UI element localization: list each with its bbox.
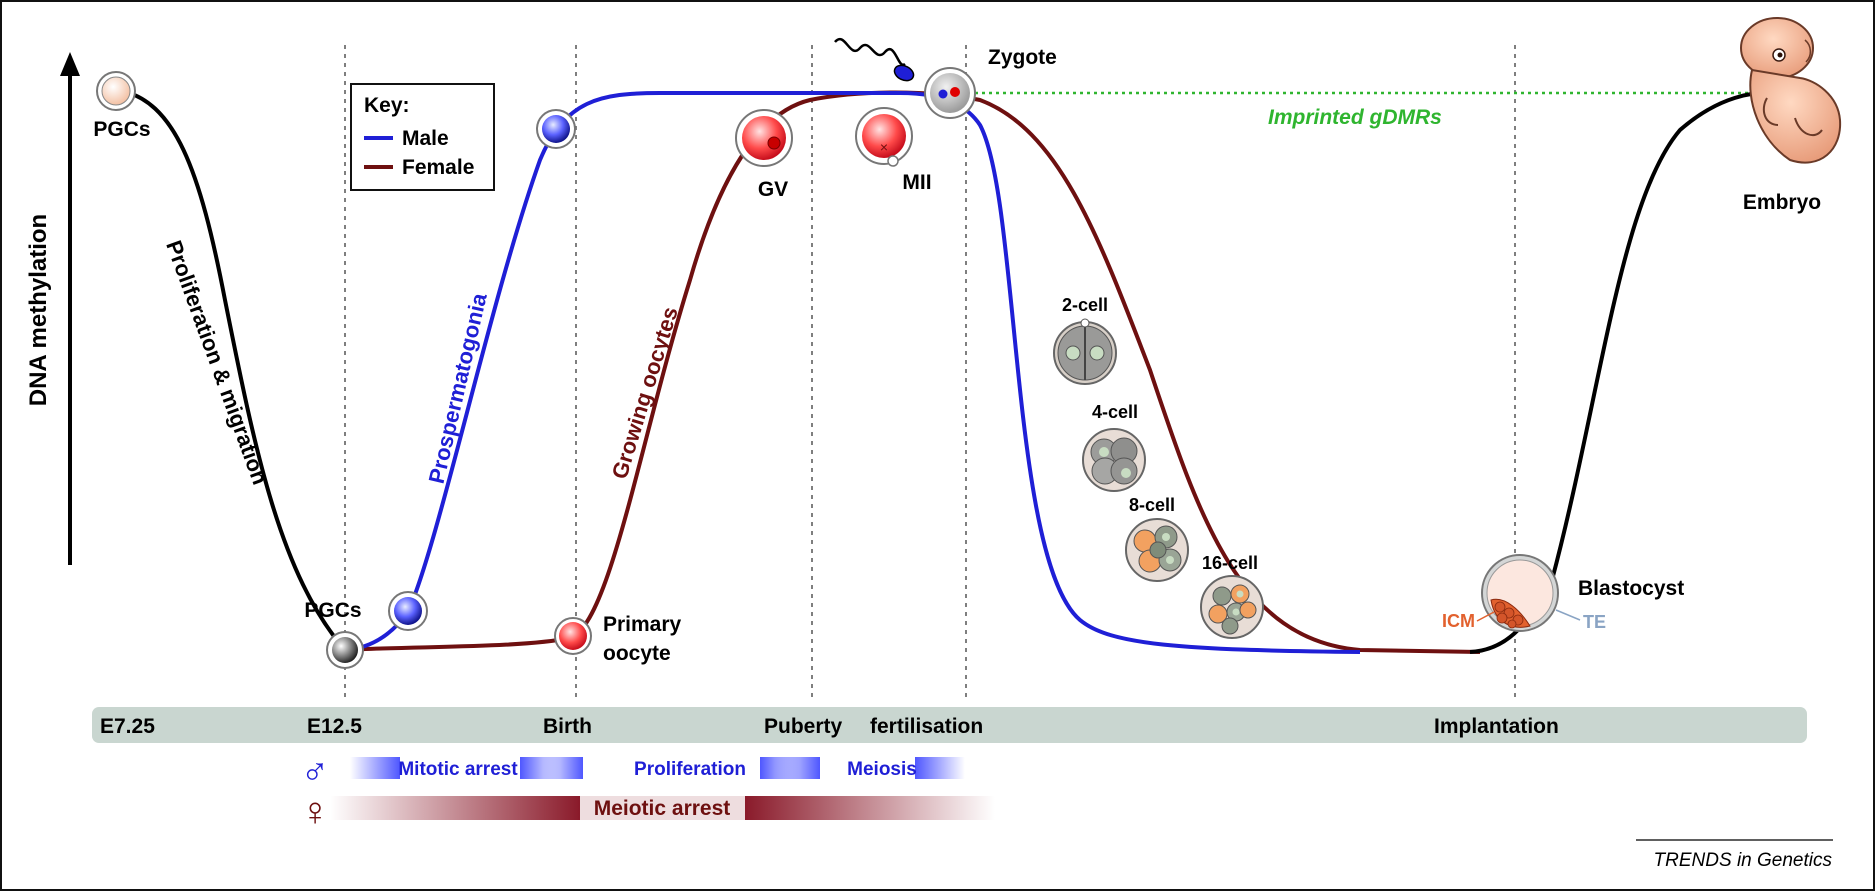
mitotic-arrest-label: Mitotic arrest xyxy=(398,759,518,780)
primary-oocyte-cell xyxy=(555,618,591,654)
y-axis-label: DNA methylation xyxy=(25,214,52,406)
timeline-fertilisation: fertilisation xyxy=(870,715,983,738)
mitotic-arrest-band-left xyxy=(350,757,400,779)
legend-title: Key: xyxy=(364,94,410,117)
male-symbol-icon: ♂ xyxy=(301,750,330,792)
timeline-e7-25: E7.25 xyxy=(100,715,155,738)
meiosis-label: Meiosis xyxy=(847,759,917,780)
prospermatogonia-low-cell xyxy=(389,592,427,630)
zygote-label: Zygote xyxy=(988,46,1057,69)
gv-label: GV xyxy=(758,178,788,201)
embryo-label: Embryo xyxy=(1743,191,1821,214)
legend-female-label: Female xyxy=(402,156,474,179)
te-label: TE xyxy=(1583,612,1606,632)
eight-cell-label: 8-cell xyxy=(1129,495,1175,515)
pgc-start-label: PGCs xyxy=(93,118,150,141)
meiotic-arrest-band-left xyxy=(330,796,580,820)
icm-label: ICM xyxy=(1442,611,1475,631)
timeline-implantation: Implantation xyxy=(1434,715,1559,738)
svg-text:×: × xyxy=(880,139,888,155)
meiosis-band-left xyxy=(775,757,820,779)
meiotic-arrest-band-right xyxy=(745,796,995,820)
pgc-mid-cell xyxy=(327,632,363,668)
zygote-cell xyxy=(925,68,975,118)
mii-label: MII xyxy=(902,171,931,194)
meiotic-arrest-label: Meiotic arrest xyxy=(594,797,731,820)
proliferation-band-left xyxy=(543,757,583,779)
credit-label: TRENDS in Genetics xyxy=(1654,850,1833,871)
two-cell-label: 2-cell xyxy=(1062,295,1108,315)
sixteen-cell-label: 16-cell xyxy=(1202,553,1258,573)
female-symbol-icon: ♀ xyxy=(300,790,330,834)
timeline-e12-5: E12.5 xyxy=(307,715,362,738)
gv-oocyte-cell xyxy=(736,110,792,166)
sixteen-cell-embryo xyxy=(1201,576,1263,638)
four-cell-label: 4-cell xyxy=(1092,402,1138,422)
pgc-start-cell xyxy=(97,72,135,110)
mii-oocyte-cell: × xyxy=(856,108,912,166)
primary-oocyte-label-line1: Primary xyxy=(603,613,682,636)
timeline-birth: Birth xyxy=(543,715,592,738)
legend-male-label: Male xyxy=(402,127,449,150)
four-cell-embryo xyxy=(1083,429,1145,491)
legend: Key: Male Female xyxy=(351,84,494,190)
pgc-mid-label: PGCs xyxy=(304,599,361,622)
prospermatogonia-high-cell xyxy=(537,110,575,148)
blastocyst-cell xyxy=(1482,555,1558,631)
imprinted-label: Imprinted gDMRs xyxy=(1268,106,1442,129)
blastocyst-label: Blastocyst xyxy=(1578,577,1684,600)
eight-cell-embryo xyxy=(1126,519,1188,581)
proliferation-label: Proliferation xyxy=(634,759,746,780)
timeline-puberty: Puberty xyxy=(764,715,843,738)
primary-oocyte-label-line2: oocyte xyxy=(603,642,671,665)
meiosis-band-right xyxy=(915,757,965,779)
